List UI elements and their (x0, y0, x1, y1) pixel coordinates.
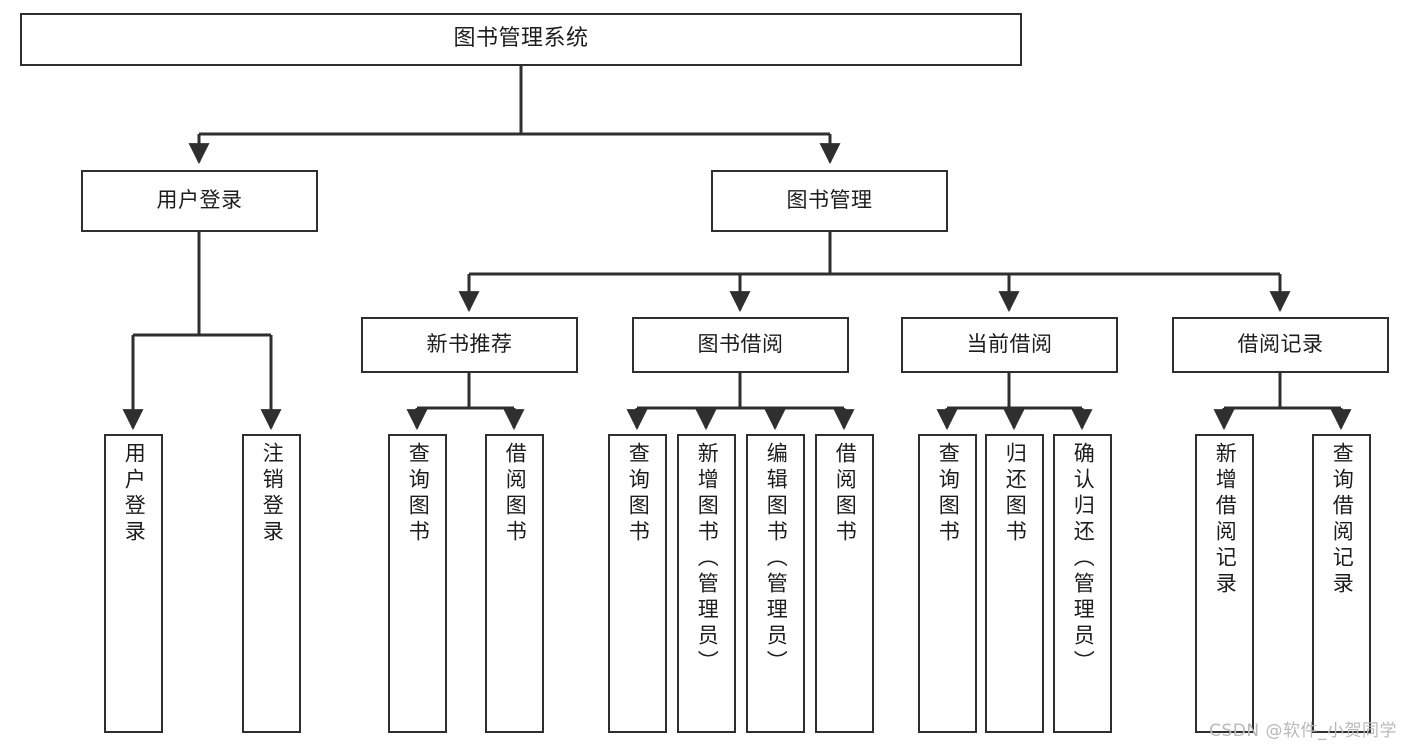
node-label: 注销登录 (260, 442, 285, 546)
node-leaf-currentborrow-return-book[interactable]: 归还图书 (985, 434, 1044, 733)
node-label: 图书借阅 (697, 332, 784, 357)
csdn-watermark: CSDN @软件_小贺同学 (1209, 721, 1397, 741)
node-current-borrow[interactable]: 当前借阅 (901, 317, 1118, 373)
node-label: 借阅图书 (503, 442, 528, 546)
node-book-management[interactable]: 图书管理 (711, 170, 948, 232)
node-leaf-borrowrecord-query-record[interactable]: 查询借阅记录 (1312, 434, 1371, 733)
node-label: 用户登录 (156, 188, 243, 213)
node-book-borrow[interactable]: 图书借阅 (632, 317, 849, 373)
node-user-login[interactable]: 用户登录 (81, 170, 318, 232)
node-label: 编辑图书（管理员） (764, 442, 789, 676)
node-label: 当前借阅 (966, 332, 1053, 357)
node-label: 查询借阅记录 (1330, 442, 1355, 598)
node-leaf-bookborrow-add-book-admin[interactable]: 新增图书（管理员） (677, 434, 736, 733)
node-label: 图书管理 (786, 188, 873, 213)
node-label: 图书管理系统 (453, 26, 589, 52)
node-label: 查询图书 (626, 442, 651, 546)
node-leaf-user-login-login[interactable]: 用户登录 (104, 434, 163, 733)
node-label: 归还图书 (1003, 442, 1028, 546)
node-borrow-record[interactable]: 借阅记录 (1172, 317, 1389, 373)
node-label: 查询图书 (406, 442, 431, 546)
node-label: 用户登录 (122, 442, 147, 546)
node-new-book-recommend[interactable]: 新书推荐 (361, 317, 578, 373)
node-leaf-borrowrecord-add-record[interactable]: 新增借阅记录 (1195, 434, 1254, 733)
node-label: 借阅记录 (1237, 332, 1324, 357)
node-leaf-bookborrow-query-book[interactable]: 查询图书 (608, 434, 667, 733)
node-label: 新书推荐 (426, 332, 513, 357)
node-leaf-user-login-logout[interactable]: 注销登录 (242, 434, 301, 733)
node-root-book-management-system[interactable]: 图书管理系统 (20, 13, 1022, 66)
node-label: 新增借阅记录 (1213, 442, 1238, 598)
node-leaf-currentborrow-query-book[interactable]: 查询图书 (918, 434, 977, 733)
node-label: 查询图书 (936, 442, 961, 546)
node-label: 新增图书（管理员） (695, 442, 720, 676)
node-leaf-newbook-borrow-book[interactable]: 借阅图书 (485, 434, 544, 733)
node-leaf-currentborrow-confirm-return-admin[interactable]: 确认归还（管理员） (1053, 434, 1112, 733)
node-leaf-bookborrow-edit-book-admin[interactable]: 编辑图书（管理员） (746, 434, 805, 733)
node-label: 确认归还（管理员） (1071, 442, 1096, 676)
node-leaf-newbook-query-book[interactable]: 查询图书 (388, 434, 447, 733)
node-leaf-bookborrow-borrow-book[interactable]: 借阅图书 (815, 434, 874, 733)
node-label: 借阅图书 (833, 442, 858, 546)
